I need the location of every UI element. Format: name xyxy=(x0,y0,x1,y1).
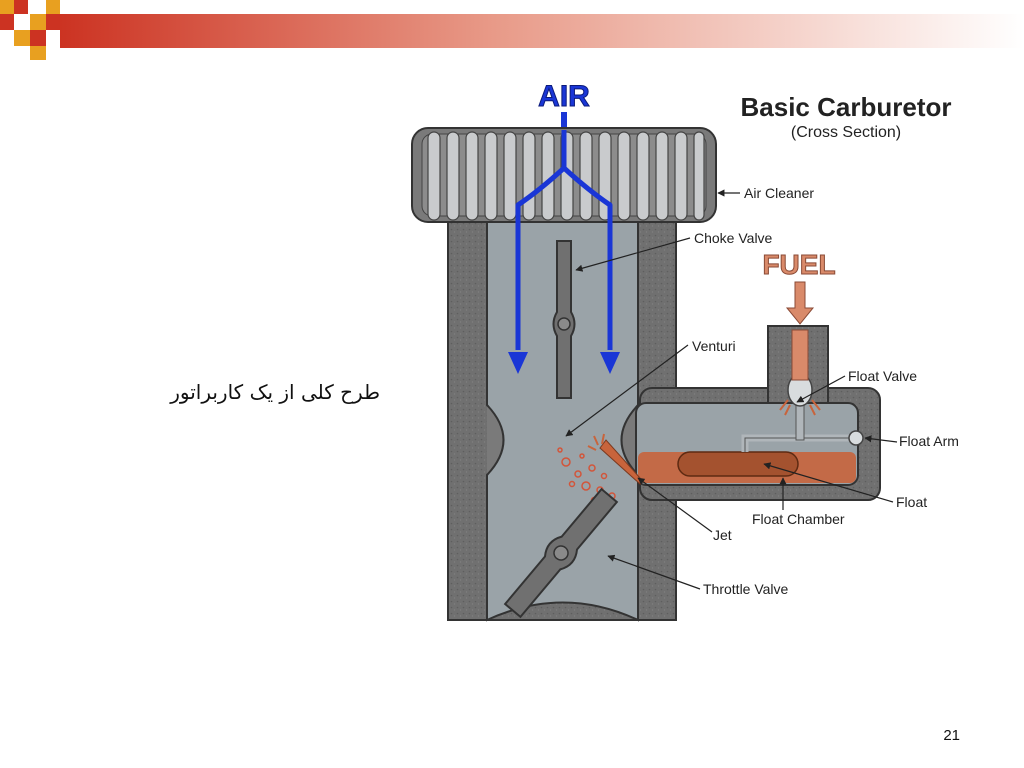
fuel-label: FUEL xyxy=(762,249,835,280)
air-arrow-right-head xyxy=(600,352,620,374)
deco-square xyxy=(46,0,60,14)
deco-square xyxy=(0,14,14,30)
leader-lines xyxy=(565,189,898,590)
diagram-subtitle: (Cross Section) xyxy=(791,124,901,141)
deco-square xyxy=(14,30,30,46)
deco-square xyxy=(14,0,28,14)
choke-valve xyxy=(552,240,576,399)
label-float: Float xyxy=(896,494,927,510)
label-float-valve: Float Valve xyxy=(848,368,917,384)
venturi-right xyxy=(620,404,639,476)
deco-square xyxy=(46,14,60,30)
page-number: 21 xyxy=(943,727,960,744)
fuel-inlet-passage xyxy=(791,329,809,381)
air-intake-arrow xyxy=(561,112,567,130)
air-flow-arrows xyxy=(515,130,613,350)
diagram-title: Basic Carburetor xyxy=(741,92,952,122)
label-air-cleaner: Air Cleaner xyxy=(744,185,814,201)
air-label: AIR xyxy=(538,80,590,113)
fuel-arrow xyxy=(785,281,815,325)
header-band xyxy=(0,0,1024,60)
label-float-chamber: Float Chamber xyxy=(752,511,845,527)
label-throttle-valve: Throttle Valve xyxy=(703,581,789,597)
slide-caption: طرح کلی از یک کاربراتور xyxy=(170,380,380,404)
venturi-left xyxy=(486,404,505,476)
float xyxy=(677,451,799,477)
float-arm-pivot xyxy=(848,430,864,446)
label-choke-valve: Choke Valve xyxy=(694,230,773,246)
fuel-drip xyxy=(779,399,821,416)
deco-square xyxy=(30,46,46,60)
air-cleaner xyxy=(411,127,717,223)
air-arrow-left-head xyxy=(508,352,528,374)
deco-square xyxy=(0,0,14,14)
label-jet: Jet xyxy=(713,527,732,543)
label-float-arm: Float Arm xyxy=(899,433,959,449)
throttle-valve xyxy=(503,487,619,619)
deco-square xyxy=(30,30,46,46)
label-venturi: Venturi xyxy=(692,338,736,354)
deco-square xyxy=(30,14,46,30)
